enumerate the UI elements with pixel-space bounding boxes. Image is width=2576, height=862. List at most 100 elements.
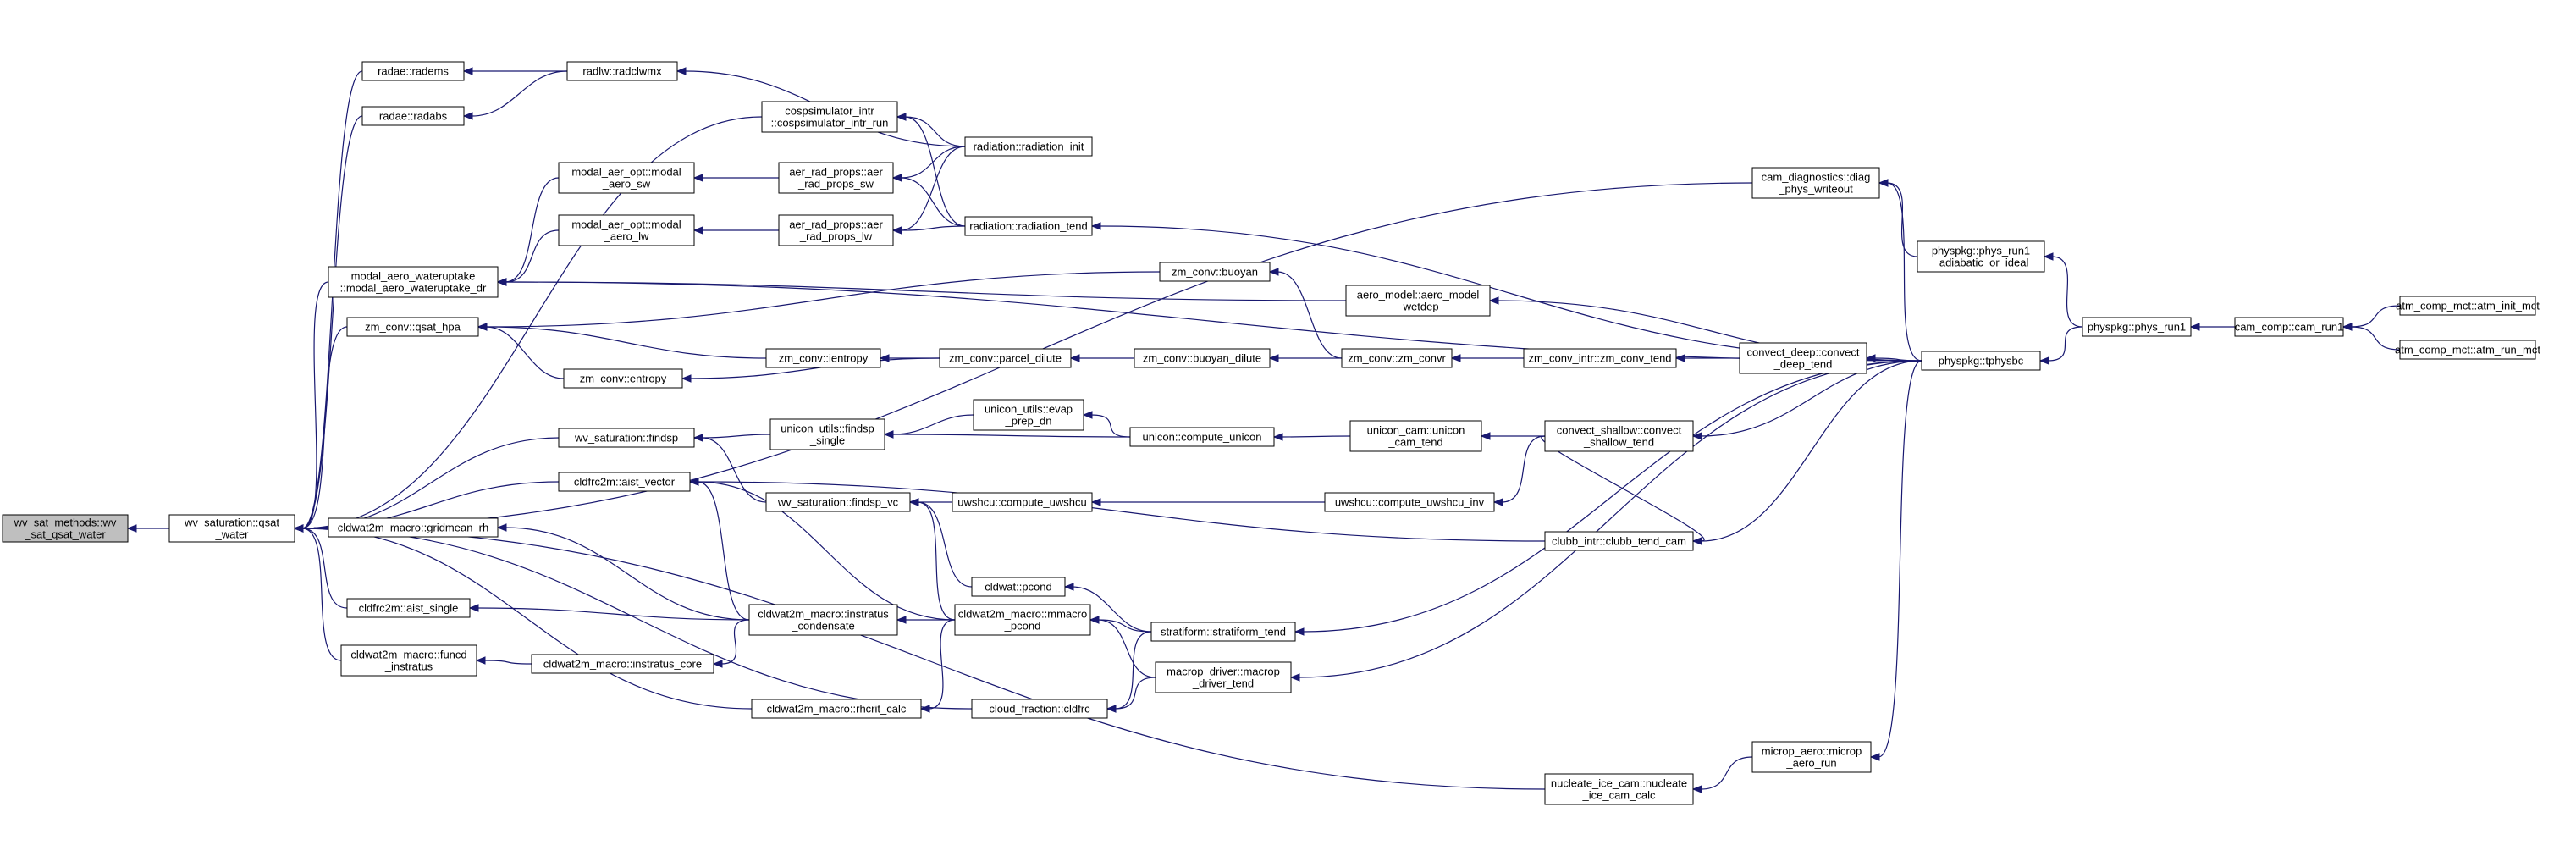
edge-camrun1-to-physrun1	[2189, 323, 2235, 331]
edge-line	[697, 481, 1546, 542]
arrowhead-icon	[1289, 673, 1300, 682]
node-mmacro[interactable]: cldwat2m_macro::mmacro_pcond	[954, 604, 1091, 636]
node-uwshcuinv[interactable]: uwshcu::compute_uwshcu_inv	[1324, 492, 1495, 512]
node-camrun1[interactable]: cam_comp::cam_run1	[2234, 317, 2344, 337]
node-zmbuoyan[interactable]: zm_conv::buoyan	[1159, 262, 1271, 282]
node-atminit[interactable]: atm_comp_mct::atm_init_mct	[2396, 296, 2540, 316]
node-aersw[interactable]: aer_rad_props::aer_rad_props_sw	[778, 162, 894, 194]
edge-line	[301, 528, 342, 661]
edge-line	[1114, 677, 1156, 710]
edge-line	[928, 619, 956, 710]
node-aist[interactable]: cldfrc2m::aist_vector	[558, 472, 691, 492]
node-instcore[interactable]: cldwat2m_macro::instratus_core	[531, 654, 714, 674]
edge-line	[471, 70, 568, 117]
edge-line	[2047, 326, 2083, 362]
node-modlw[interactable]: modal_aer_opt::modal_aero_lw	[558, 214, 695, 246]
edge-line	[301, 116, 763, 529]
node-uevap[interactable]: unicon_utils::evap_prep_dn	[973, 399, 1084, 431]
arrowhead-icon	[462, 67, 473, 75]
edge-physbc-to-radtend	[1090, 222, 1922, 362]
node-physrun1[interactable]: physpkg::phys_run1	[2082, 317, 2192, 337]
node-qsat[interactable]: wv_saturation::qsat_water	[168, 514, 295, 543]
node-label: _water	[214, 528, 249, 541]
node-rhcrit[interactable]: cldwat2m_macro::rhcrit_calc	[751, 699, 922, 719]
arrowhead-icon	[891, 226, 902, 235]
edge-zmbuoyan-to-zmqsat	[477, 271, 1161, 331]
arrowhead-icon	[475, 656, 486, 665]
node-aerowet[interactable]: aero_model::aero_model_wetdep	[1345, 285, 1491, 317]
node-camdiag[interactable]: cam_diagnostics::diag_phys_writeout	[1751, 167, 1880, 199]
node-radabs[interactable]: radae::radabs	[361, 106, 465, 126]
node-box	[765, 348, 881, 368]
arrowhead-icon	[891, 174, 902, 182]
node-cldfrc[interactable]: cloud_fraction::cldfrc	[971, 699, 1108, 719]
node-mawu[interactable]: modal_aero_wateruptake::modal_aero_water…	[328, 266, 499, 298]
node-radinit[interactable]: radiation::radiation_init	[964, 136, 1093, 157]
node-findspvc[interactable]: wv_saturation::findsp_vc	[765, 492, 911, 512]
edge-line	[477, 607, 750, 621]
node-box	[1751, 167, 1880, 199]
arrowhead-icon	[1268, 268, 1279, 276]
edge-zmqsat-to-qsat	[293, 326, 348, 533]
node-box	[778, 162, 894, 194]
node-label: unicon_utils::findsp	[781, 423, 874, 435]
node-zmparcel[interactable]: zm_conv::parcel_dilute	[939, 348, 1072, 368]
node-zmqsat[interactable]: zm_conv::qsat_hpa	[346, 317, 479, 337]
edge-radtend-to-aersw	[891, 174, 966, 227]
node-strat[interactable]: stratiform::stratiform_tend	[1150, 622, 1296, 642]
edge-physrun1-to-physadiab	[2043, 252, 2083, 328]
node-convshal[interactable]: convect_shallow::convect_shallow_tend	[1544, 420, 1694, 452]
edge-line	[1541, 435, 1705, 542]
node-zmconvr[interactable]: zm_conv::zm_convr	[1341, 348, 1453, 368]
arrowhead-icon	[1480, 432, 1491, 440]
arrowhead-icon	[477, 323, 488, 331]
node-cosp[interactable]: cospsimulator_intr::cospsimulator_intr_r…	[761, 101, 898, 133]
node-pcond[interactable]: cldwat::pcond	[971, 577, 1066, 597]
node-zmientropy[interactable]: zm_conv::ientropy	[765, 348, 881, 368]
edge-strat-to-pcond	[1063, 583, 1152, 633]
node-physbc[interactable]: physpkg::tphysbc	[1921, 351, 2041, 371]
node-layer: wv_sat_methods::wv_sat_qsat_water wv_satu…	[2, 61, 2540, 805]
node-zmtend[interactable]: zm_conv_intr::zm_conv_tend	[1523, 348, 1677, 368]
edge-line	[2051, 256, 2083, 328]
arrowhead-icon	[692, 226, 703, 235]
node-uwshcu[interactable]: uwshcu::compute_uwshcu	[952, 492, 1093, 512]
node-root[interactable]: wv_sat_methods::wv_sat_qsat_water	[2, 514, 129, 543]
node-radems[interactable]: radae::radems	[361, 61, 465, 81]
node-zmbuoyand[interactable]: zm_conv::buoyan_dilute	[1134, 348, 1271, 368]
node-findsp[interactable]: wv_saturation::findsp	[558, 428, 695, 448]
node-label: nucleate_ice_cam::nucleate	[1551, 777, 1687, 790]
edge-zmtend-to-zmconvr	[1450, 354, 1524, 362]
node-ucamtend[interactable]: unicon_cam::unicon_cam_tend	[1349, 420, 1482, 452]
edge-line	[301, 528, 973, 710]
node-label: _driver_tend	[1192, 677, 1254, 690]
edge-line	[689, 357, 940, 379]
node-ufindsp[interactable]: unicon_utils::findsp_single	[769, 418, 885, 450]
node-radtend[interactable]: radiation::radiation_tend	[964, 216, 1093, 236]
node-label: cldwat2m_macro::rhcrit_calc	[767, 703, 907, 716]
node-ucompute[interactable]: unicon::compute_unicon	[1129, 427, 1275, 447]
edge-layer	[126, 67, 2401, 793]
edge-line	[2350, 326, 2401, 351]
node-clubb[interactable]: clubb_intr::clubb_tend_cam	[1544, 531, 1694, 551]
edge-macrodrv-to-mmacro	[1089, 616, 1156, 678]
node-gridmean[interactable]: cldwat2m_macro::gridmean_rh	[328, 517, 499, 538]
node-label: unicon_cam::unicon	[1367, 424, 1465, 437]
node-label: convect_shallow::convect	[1557, 424, 1682, 437]
node-microp[interactable]: microp_aero::microp_aero_run	[1751, 741, 1872, 773]
node-funcd[interactable]: cldwat2m_macro::funcd_instratus	[340, 644, 477, 677]
node-box	[1134, 348, 1271, 368]
node-modsw[interactable]: modal_aer_opt::modal_aero_sw	[558, 162, 695, 194]
node-aistsingle[interactable]: cldfrc2m::aist_single	[346, 598, 471, 618]
node-instcond[interactable]: cldwat2m_macro::instratus_condensate	[748, 604, 898, 636]
node-nucleate[interactable]: nucleate_ice_cam::nucleate_ice_cam_calc	[1544, 773, 1694, 805]
node-atmrun[interactable]: atm_comp_mct::atm_run_mct	[2395, 340, 2540, 360]
node-radclwmx[interactable]: radlw::radclwmx	[566, 61, 678, 81]
node-macrodrv[interactable]: macrop_driver::macrop_driver_tend	[1155, 661, 1292, 693]
node-label: _wetdep	[1396, 301, 1438, 313]
node-aerlw[interactable]: aer_rad_props::aer_rad_props_lw	[778, 214, 894, 246]
node-convdeep[interactable]: convect_deep::convect_deep_tend	[1739, 342, 1867, 374]
node-physadiab[interactable]: physpkg::phys_run1_adiabatic_or_ideal	[1917, 240, 2045, 273]
node-zmentropy[interactable]: zm_conv::entropy	[563, 368, 683, 389]
node-label: modal_aer_opt::modal	[571, 218, 681, 231]
